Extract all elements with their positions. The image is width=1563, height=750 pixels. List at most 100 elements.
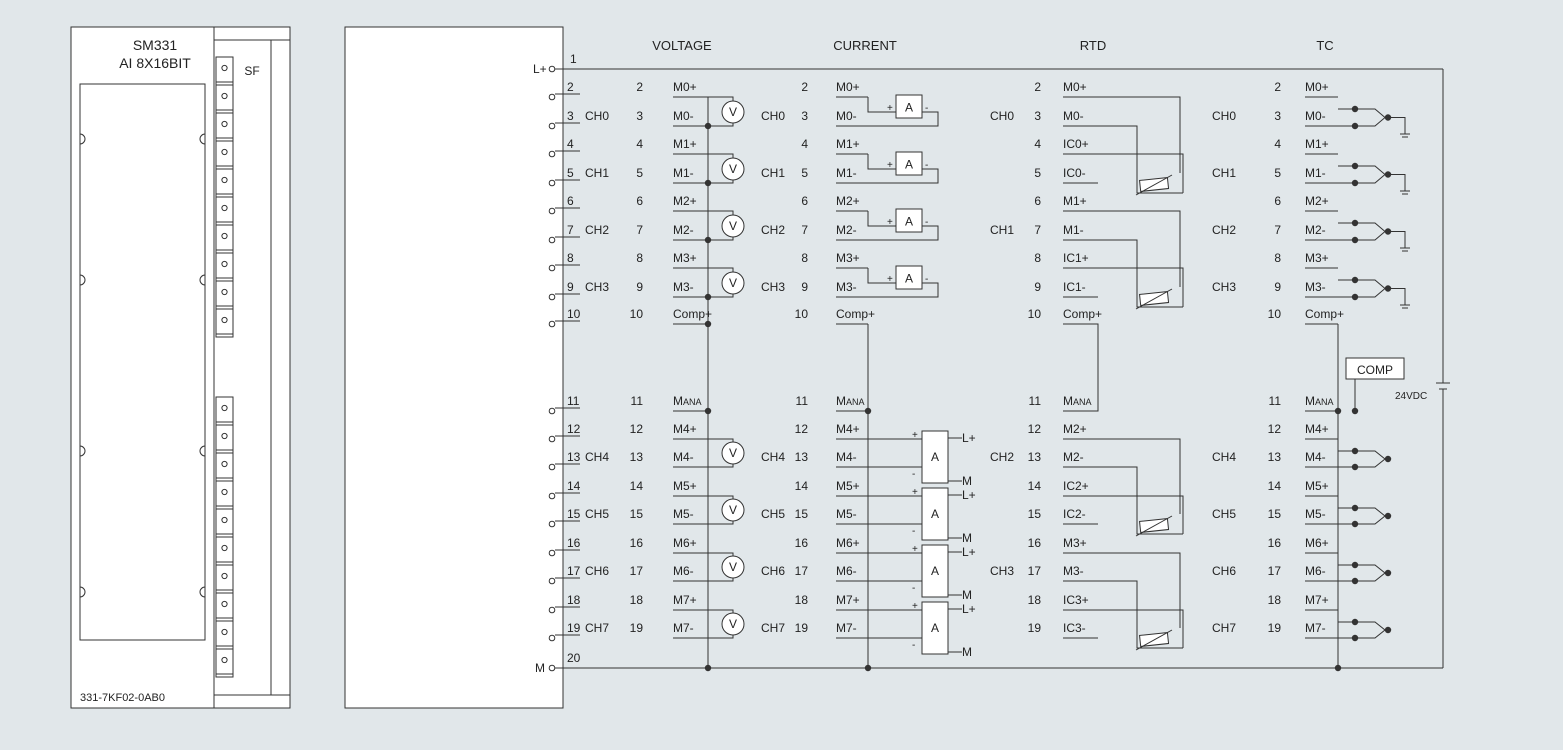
tc-junction [1351,447,1359,455]
pin-number: 16 [1028,536,1042,550]
signal-label: M6- [1305,564,1326,578]
voltmeter-wire [708,153,734,158]
front-terminal [221,572,228,580]
transducer-label: A [931,450,939,464]
pin-number: 13 [1268,450,1282,464]
pin-number: 16 [1268,536,1282,550]
front-terminal [221,232,228,240]
pin-number: 15 [795,507,809,521]
comp-box [1345,357,1405,380]
voltmeter [721,441,745,465]
voltmeter-label: V [729,219,737,233]
pin-number: 16 [795,536,809,550]
pin-number: 3 [801,109,808,123]
terminal-number: 7 [567,223,574,237]
signal-label: M1+ [1063,194,1087,208]
signal-label: M0+ [673,80,697,94]
tc-channel-label: CH2 [1212,223,1236,237]
terminal-channel-label: CH5 [585,507,609,521]
pin-number: 17 [1268,564,1282,578]
terminal-number: 10 [567,307,581,321]
voltmeter [721,612,745,636]
pin-number: 17 [795,564,809,578]
ammeter-minus: - [925,217,928,228]
terminal [548,207,556,215]
terminal [548,520,556,528]
pin-number: 15 [1028,507,1042,521]
front-terminal [221,64,228,72]
ammeter-plus: + [887,217,893,228]
transducer-plus: + [912,430,918,441]
signal-label: M4+ [836,422,860,436]
pin-number: 8 [1274,251,1281,265]
supply-label: 24VDC [1395,391,1427,402]
signal-label: M2+ [673,194,697,208]
pin-number: 4 [1034,137,1041,151]
signal-label: M7+ [1305,593,1329,607]
tc-junction [1351,577,1359,585]
transducer [921,430,949,484]
pin-number: 7 [636,223,643,237]
voltmeter [721,157,745,181]
terminal-number: 13 [567,450,581,464]
rtd-channel-label: CH2 [990,450,1014,464]
voltmeter-wire [708,495,734,499]
voltmeter-label: V [729,560,737,574]
transducer-plus: + [912,544,918,555]
ammeter-minus: - [925,160,928,171]
voltage-channel-label: CH0 [761,109,785,123]
terminal [548,264,556,272]
signal-label: M0+ [1305,80,1329,94]
signal-label: M3- [1305,280,1326,294]
terminal-channel-label: CH4 [585,450,609,464]
terminal-channel-label: CH6 [585,564,609,578]
pin-number: 5 [1034,166,1041,180]
pin-number: 12 [795,422,809,436]
voltage-channel-label: CH5 [761,507,785,521]
signal-label: M1- [1305,166,1326,180]
tc-tip [1384,512,1392,520]
module-type: AI 8X16BIT [119,55,191,71]
terminal [548,634,556,642]
signal-label: M3+ [1063,536,1087,550]
junction-dot [864,664,872,672]
transducer-m: M [962,474,972,488]
terminal-channel-label: CH3 [585,280,609,294]
terminal-m [548,664,556,672]
pin-number: 8 [636,251,643,265]
junction-dot [704,122,712,130]
notch [199,445,206,457]
rtd-wire [1098,438,1181,514]
signal-label: M2- [1305,223,1326,237]
voltmeter [721,214,745,238]
pin-number: 10 [795,307,809,321]
tc-channel-label: CH7 [1212,621,1236,635]
terminal [548,179,556,187]
signal-label: M3- [673,280,694,294]
ammeter-wire [868,282,939,298]
rtd-wire [1098,552,1181,628]
pin-number: 10 [1268,307,1282,321]
voltmeter-wire [708,123,734,127]
junction-dot [704,236,712,244]
terminal-number: 8 [567,251,574,265]
pin-number: 11 [631,394,644,408]
tc-junction [1351,276,1359,284]
junction-dot [704,664,712,672]
signal-label: M6+ [1305,536,1329,550]
mana-label: MANA [836,394,865,408]
pin-number: 17 [1028,564,1042,578]
pin-number: 14 [1028,479,1042,493]
ammeter [895,208,923,233]
signal-label: M2- [673,223,694,237]
voltmeter-wire [708,635,734,639]
signal-label: Comp+ [673,307,712,321]
terminal-number: 11 [567,394,580,408]
pin-number: 9 [801,280,808,294]
terminal [548,93,556,101]
thermocouple [1355,108,1386,127]
ammeter-minus: - [925,103,928,114]
terminal-number: 20 [567,651,581,665]
